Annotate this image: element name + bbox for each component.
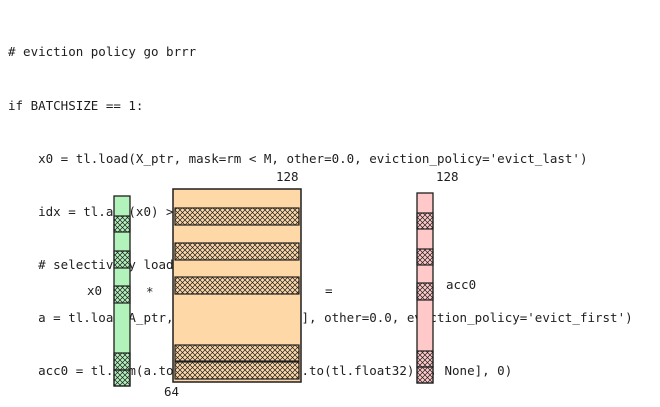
loaded-weight-row xyxy=(174,344,300,362)
weight-matrix xyxy=(172,188,302,383)
x0-selected-cell xyxy=(113,215,131,233)
loaded-weight-row xyxy=(174,242,300,261)
matrix-height-label: 64 xyxy=(164,384,179,399)
acc0-cell xyxy=(416,248,434,266)
loaded-weight-row xyxy=(174,276,300,295)
multiply-symbol: * xyxy=(146,284,154,299)
equals-symbol: = xyxy=(325,283,333,298)
acc0-vector xyxy=(416,192,434,384)
loaded-weight-row xyxy=(174,361,300,380)
acc0-cell xyxy=(416,282,434,301)
acc0-label: acc0 xyxy=(446,277,476,292)
acc0-cell xyxy=(416,366,434,384)
code-line: x0 = tl.load(X_ptr, mask=rm < M, other=0… xyxy=(8,150,588,166)
x0-label: x0 xyxy=(87,283,102,298)
x0-selected-cell xyxy=(113,285,131,304)
x0-selected-cell xyxy=(113,369,131,387)
code-line: if BATCHSIZE == 1: xyxy=(8,97,144,113)
loaded-weight-row xyxy=(174,207,300,226)
acc0-cell xyxy=(416,212,434,230)
x0-selected-cell xyxy=(113,352,131,371)
matrix-width-label: 128 xyxy=(276,169,299,184)
acc0-cell xyxy=(416,350,434,368)
x0-vector xyxy=(113,195,131,387)
code-line: # eviction policy go brrr xyxy=(8,44,197,60)
acc0-width-label: 128 xyxy=(436,169,459,184)
x0-selected-cell xyxy=(113,250,131,269)
